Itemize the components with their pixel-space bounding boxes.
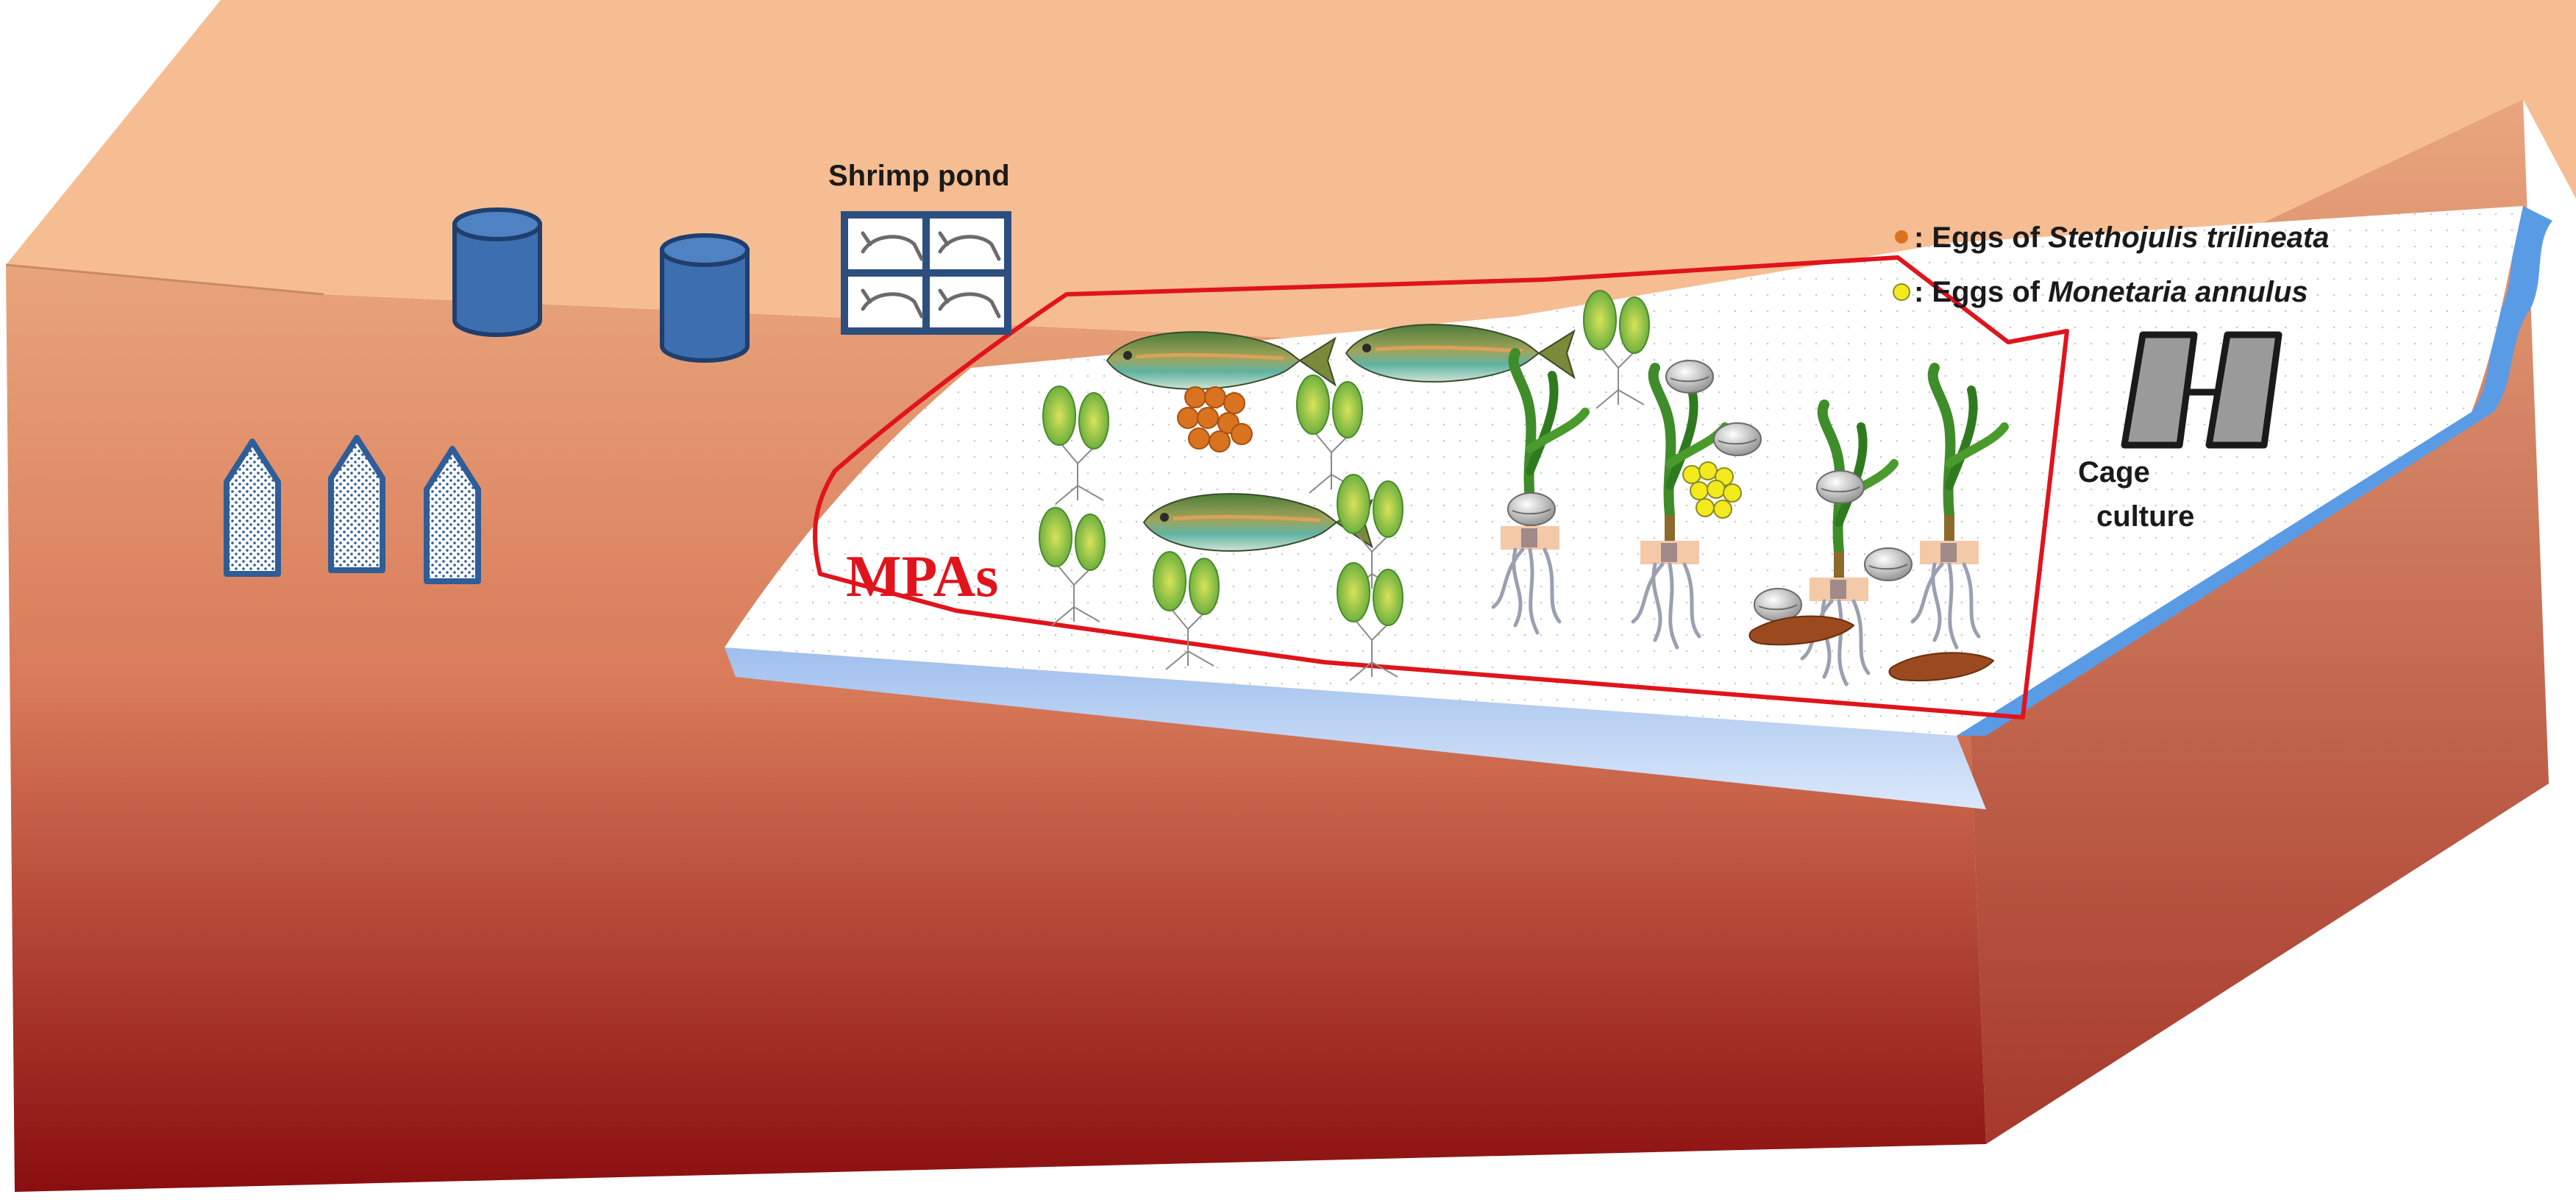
legend-marker-stethojulis [1895,230,1908,244]
legend-marker-monetaria [1893,283,1910,301]
sea-cucumber-icon [1888,652,1995,681]
cowrie-shell-icon [1665,360,1714,394]
shrimp-pond-icon [841,211,1011,335]
legend: : Eggs of Stethojulis trilineata : Eggs … [1893,221,2330,308]
legend-species-2: Monetaria annulus [2048,276,2308,308]
cowrie-shell-icon [1816,470,1865,504]
mpas-label: MPAs [846,544,998,609]
shrimp-icon [861,231,924,261]
cage-culture-label-line1: Cage [2078,456,2150,489]
cowrie-shell-icon [1864,547,1913,581]
svg-text:: Eggs of Stethojulis trilinea: : Eggs of Stethojulis trilineata [1914,221,2330,254]
cylinder-tank-icon [662,235,747,361]
shrimp-icon [938,231,1001,261]
mpa-boundary [812,255,2069,720]
legend-prefix-2: : Eggs of [1914,276,2048,308]
svg-text:: Eggs of Monetaria annulus: : Eggs of Monetaria annulus [1914,276,2308,308]
cage-net-icon [2121,331,2283,449]
shrimp-icon [861,288,924,319]
shrimp-pond-label: Shrimp pond [828,160,1010,192]
cowrie-shell-icon [1754,588,1802,622]
stethojulis-egg-cluster [1177,386,1253,452]
shrimp-icon [938,288,1001,319]
monetaria-egg-cluster [1682,461,1742,519]
sea-side-face [725,647,1986,809]
legend-prefix-1: : Eggs of [1914,221,2048,254]
cage-culture-label-line2: culture [2096,500,2194,533]
cylinder-tank-icon [455,210,540,335]
sea-cucumber-icon [1748,615,1855,646]
cowrie-shell-icon [1507,492,1556,526]
legend-species-1: Stethojulis trilineata [2048,221,2329,254]
cowrie-shell-icon [1713,422,1762,456]
